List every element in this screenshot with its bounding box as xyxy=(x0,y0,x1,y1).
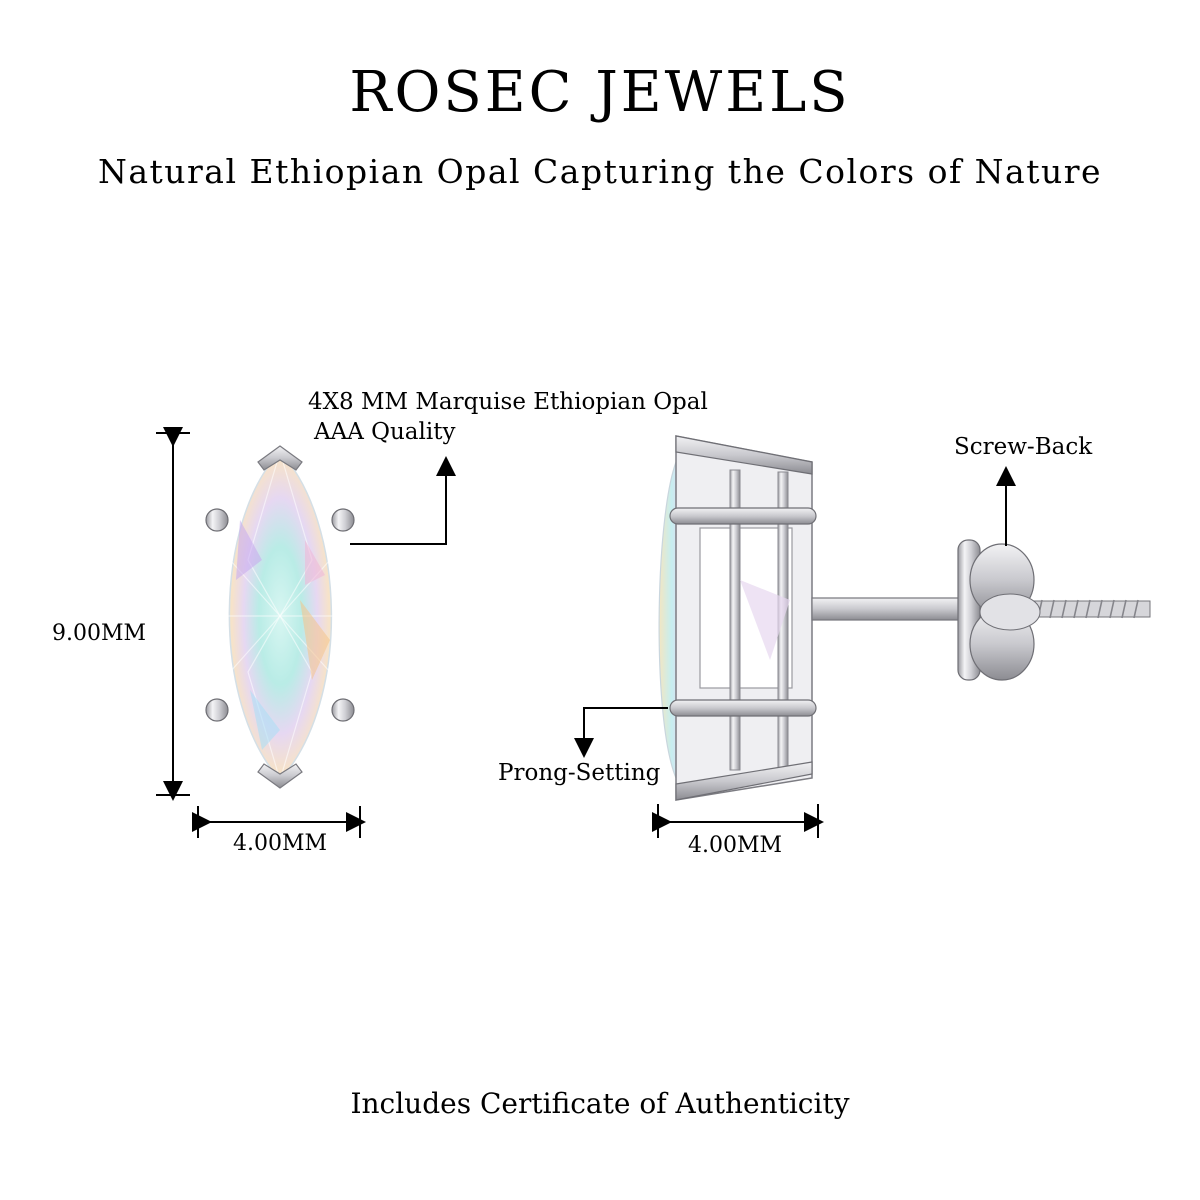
front-width-dimension-line xyxy=(192,806,366,838)
side-prong-bottom-left xyxy=(205,698,229,722)
prong-setting-leader xyxy=(574,707,668,758)
front-view-stud xyxy=(205,445,355,789)
side-prong-top-left xyxy=(205,508,229,532)
tip-prong-top xyxy=(257,445,303,471)
screw-back-label: Screw-Back xyxy=(954,434,1093,460)
prong-rail-bottom xyxy=(669,699,817,717)
side-width-dimension-label: 4.00MM xyxy=(688,833,783,858)
certificate-note: Includes Certificate of Authenticity xyxy=(350,1087,850,1120)
earring-post xyxy=(811,597,965,621)
side-width-dimension-line xyxy=(652,804,824,838)
opal-fire-highlights xyxy=(236,520,330,750)
brand-title: ROSEC JEWELS xyxy=(349,60,851,125)
prong-rail-top xyxy=(669,507,817,525)
side-prong-bottom-right xyxy=(331,698,355,722)
opal-callout-leader xyxy=(350,456,456,545)
height-dimension-label: 9.00MM xyxy=(52,621,147,646)
height-dimension-line xyxy=(156,427,190,801)
opal-spec-label: 4X8 MM Marquise Ethiopian Opal xyxy=(308,389,708,415)
side-prong-top-right xyxy=(331,508,355,532)
front-width-dimension-label: 4.00MM xyxy=(233,831,328,856)
opal-quality-label: AAA Quality xyxy=(314,419,456,445)
screw-back-nut xyxy=(957,539,1041,681)
page-subtitle: Natural Ethiopian Opal Capturing the Col… xyxy=(97,152,1103,191)
prong-setting-label: Prong-Setting xyxy=(498,760,661,786)
side-view-stud xyxy=(658,435,1151,801)
side-opal-window-fire xyxy=(740,580,790,660)
tip-prong-bottom xyxy=(257,763,303,789)
